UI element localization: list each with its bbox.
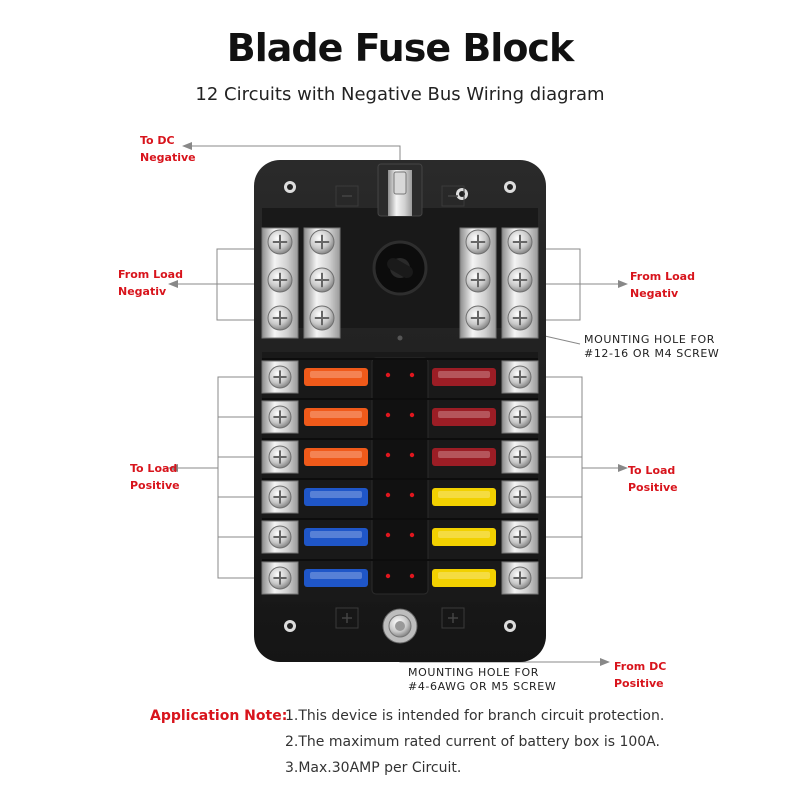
led-indicator [409,372,415,378]
arrow-to-dc-negative [182,142,192,150]
blade-fuse-blue [304,528,368,546]
indicator-dot [397,335,403,341]
positive-terminals [261,358,539,595]
blade-fuse-blue [304,488,368,506]
blade-fuse-darkred [432,408,496,426]
led-indicator [409,412,415,418]
line-to-dc-negative [190,145,401,160]
arrowheads [168,142,628,666]
led-indicator [409,452,415,458]
minus-mark [441,185,465,207]
led-indicator [409,532,415,538]
blade-fuse-orange [304,368,368,386]
plus-mark [335,607,359,629]
page-title: Blade Fuse Block [226,26,574,70]
blade-fuse-yellow [432,569,496,587]
blade-fuse-yellow [432,488,496,506]
arrow-to-load-positive-right [618,464,628,472]
blade-fuse-darkred [432,368,496,386]
arrow-to-load-positive-left [168,464,178,472]
line-to-load-positive-right [538,376,620,579]
plus-mark [441,607,465,629]
blade-fuse-yellow [432,528,496,546]
line-to-load-positive-left [175,376,262,579]
led-indicator [409,492,415,498]
negative-bus-terminals [261,227,539,339]
blade-fuse-orange [304,448,368,466]
led-indicator [409,573,415,579]
indicator-leds [385,372,415,579]
led-indicator [385,532,391,538]
application-note-heading: Application Note: [150,708,288,724]
label-mounting-hole-bottom: MOUNTING HOLE FOR#4-6AWG OR M5 SCREW [408,666,557,693]
blade-fuse-blue [304,569,368,587]
minus-mark [335,185,359,207]
arrow-from-load-negative-left [168,280,178,288]
page-subtitle: 12 Circuits with Negative Bus Wiring dia… [195,84,605,105]
application-note-line-2: 2.The maximum rated current of battery b… [285,734,660,750]
led-indicator [385,372,391,378]
center-led-strip [371,357,429,595]
application-note-line-3: 3.Max.30AMP per Circuit. [285,760,462,776]
arrow-from-dc-positive [600,658,610,666]
negative-stud-bolt [393,171,407,195]
label-mounting-hole-top: MOUNTING HOLE FOR#12-16 OR M4 SCREW [584,333,720,360]
led-indicator [385,412,391,418]
blade-fuse-darkred [432,448,496,466]
blade-fuse-orange [304,408,368,426]
line-from-load-negative-right [538,248,620,321]
polarity-markings [335,185,465,629]
arrow-from-load-negative-right [618,280,628,288]
blade-fuses [304,368,496,587]
led-indicator [385,452,391,458]
led-indicator [385,492,391,498]
led-indicator [385,573,391,579]
application-note-line-1: 1.This device is intended for branch cir… [285,708,665,724]
line-from-load-negative-left [175,248,262,321]
